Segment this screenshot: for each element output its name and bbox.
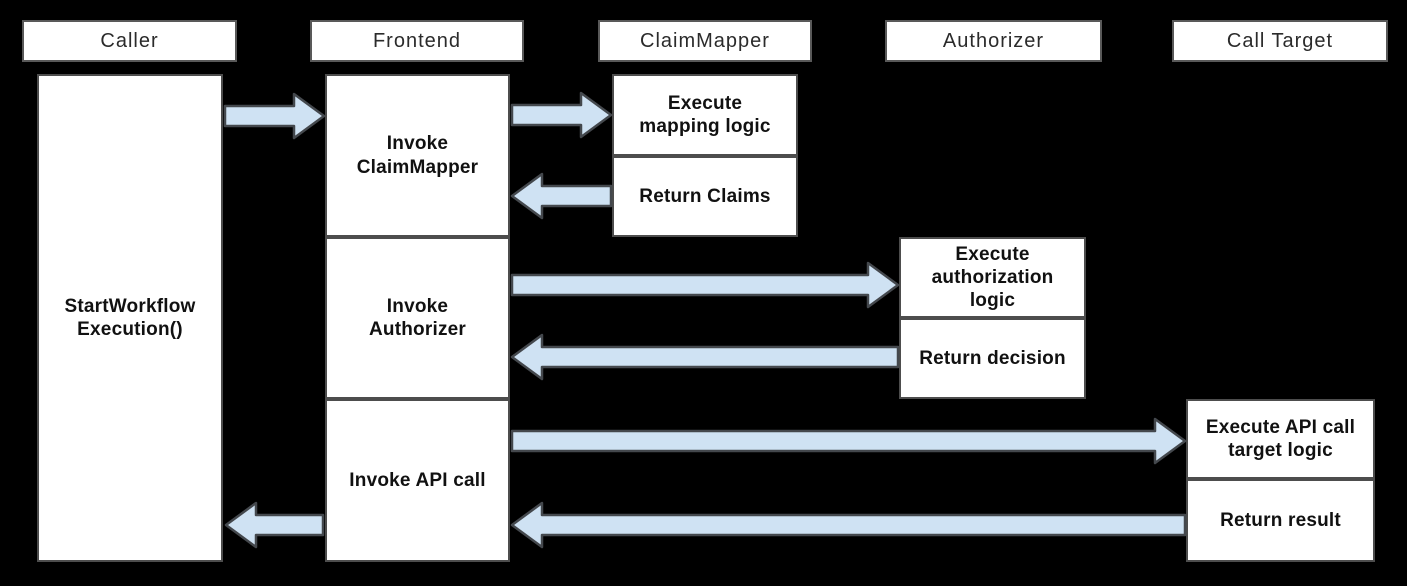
lane-header-label: ClaimMapper	[640, 29, 770, 52]
lane-header-label: Authorizer	[942, 29, 1045, 52]
lane-header-caller: Caller	[22, 20, 237, 62]
box-execute-authorization-logic: Execute authorization logic	[899, 237, 1086, 318]
box-label: StartWorkflow Execution()	[64, 295, 196, 340]
box-label: Execute mapping logic	[639, 92, 771, 137]
box-return-result: Return result	[1186, 479, 1375, 562]
box-label: Execute API call target logic	[1205, 416, 1356, 461]
arrow-frontend-to-authorizer	[510, 261, 900, 309]
box-start-workflow-execution: StartWorkflow Execution()	[37, 74, 223, 562]
box-label: Execute authorization logic	[931, 243, 1054, 312]
box-label: Return result	[1220, 509, 1341, 531]
box-label: Invoke Authorizer	[369, 295, 466, 340]
box-invoke-authorizer: Invoke Authorizer	[325, 237, 510, 399]
arrow-caller-to-frontend	[223, 92, 326, 140]
lane-header-claimmapper: ClaimMapper	[598, 20, 812, 62]
lane-header-call-target: Call Target	[1172, 20, 1388, 62]
arrow-frontend-return-to-caller	[224, 501, 325, 549]
lane-header-label: Frontend	[372, 29, 462, 52]
box-return-decision: Return decision	[899, 318, 1086, 399]
box-execute-api-call-target-logic: Execute API call target logic	[1186, 399, 1375, 479]
box-execute-mapping-logic: Execute mapping logic	[612, 74, 798, 156]
lane-header-authorizer: Authorizer	[885, 20, 1102, 62]
box-label: Return decision	[919, 347, 1066, 369]
arrow-authorizer-return-to-frontend	[510, 333, 900, 381]
box-label: Invoke API call	[349, 469, 486, 491]
lane-header-label: Caller	[100, 29, 159, 52]
box-invoke-claimmapper: Invoke ClaimMapper	[325, 74, 510, 237]
box-label: Invoke ClaimMapper	[356, 133, 479, 178]
arrow-claimmapper-return-to-frontend	[510, 172, 613, 220]
arrow-frontend-to-call-target	[510, 417, 1187, 465]
lane-header-frontend: Frontend	[310, 20, 524, 62]
lane-header-label: Call Target	[1226, 29, 1334, 52]
box-invoke-api-call: Invoke API call	[325, 399, 510, 562]
box-label: Return Claims	[639, 185, 771, 207]
arrow-call-target-return-to-frontend	[510, 501, 1187, 549]
box-return-claims: Return Claims	[612, 156, 798, 237]
arrow-frontend-to-claimmapper	[510, 91, 613, 139]
